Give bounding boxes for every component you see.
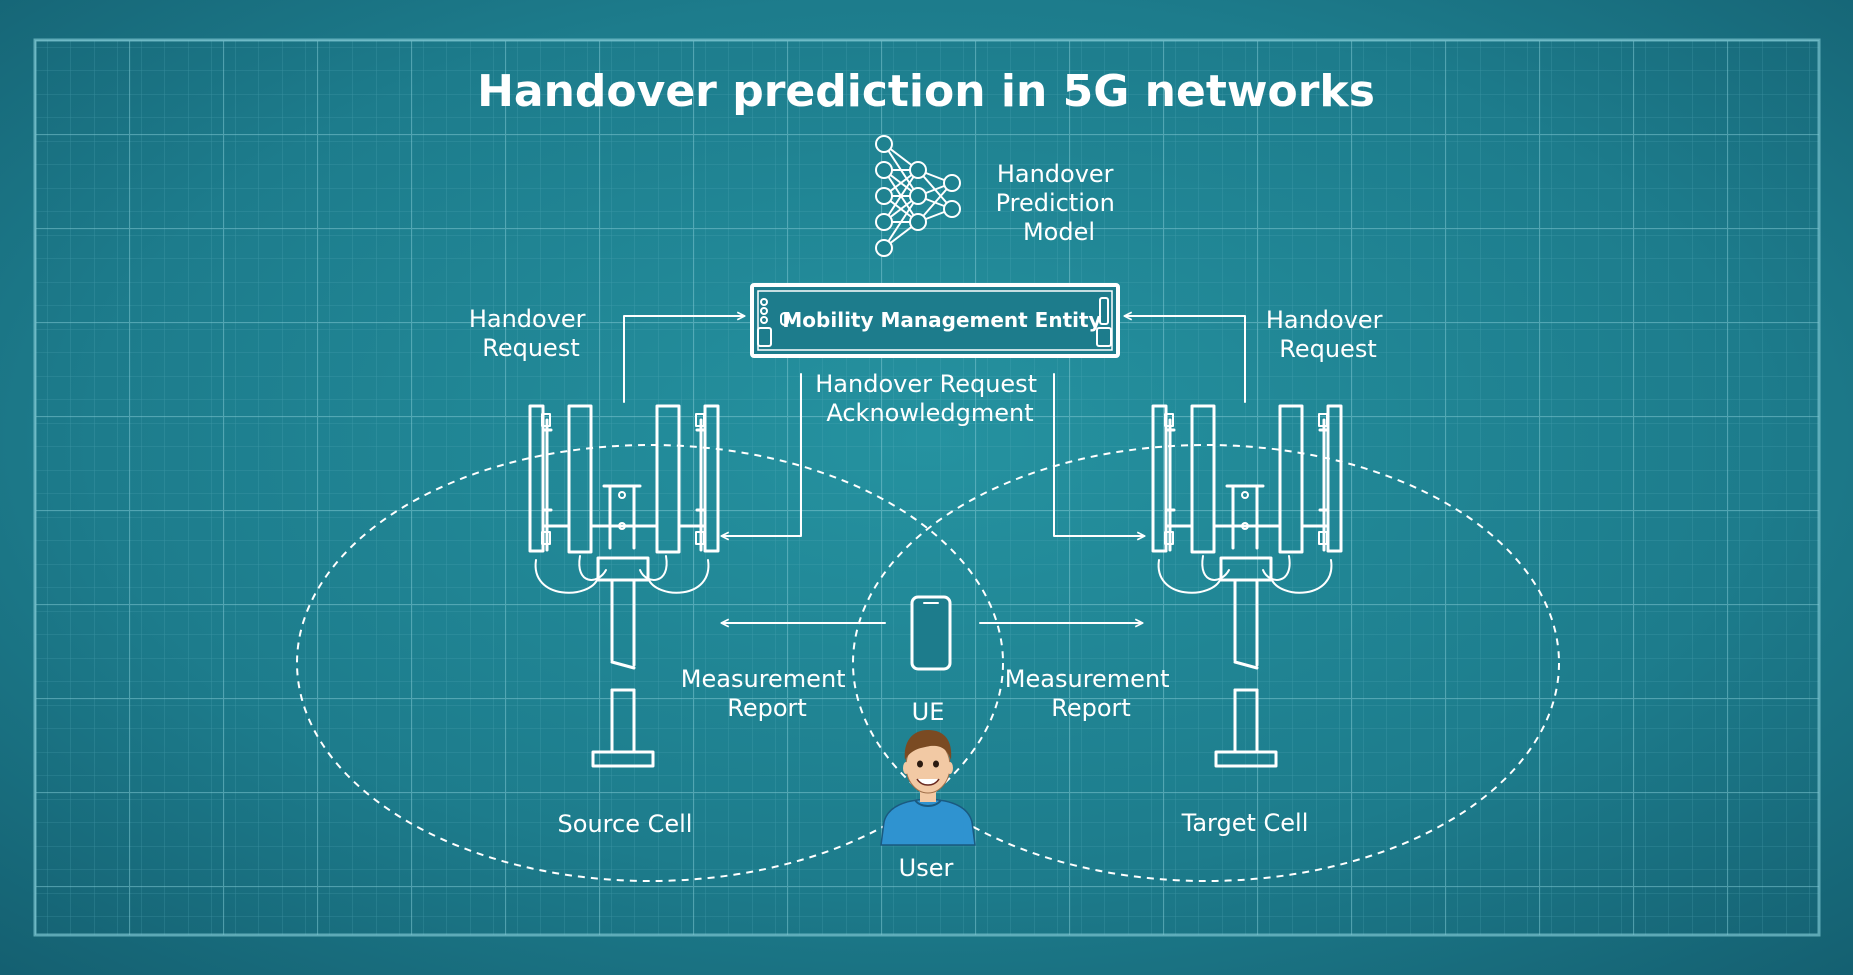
target-cell-coverage (852, 444, 1560, 882)
handover-request-right-label: Handover Request (1266, 306, 1390, 363)
neural-network-icon (875, 135, 961, 257)
measurement-right-label: Measurement Report (1005, 665, 1177, 722)
user-avatar (880, 730, 976, 846)
edge-handover-ack-left (722, 373, 802, 536)
ue-phone-icon (910, 595, 952, 671)
source-cell-label: Source Cell (558, 810, 693, 838)
connector-arrows (623, 316, 1246, 623)
source-cell-tower-icon (528, 404, 720, 768)
handover-ack-label: Handover Request Acknowledgment (815, 370, 1044, 427)
mme-server-box (750, 283, 1120, 358)
edge-handover-request-right (1125, 316, 1246, 403)
source-cell-coverage (296, 444, 1004, 882)
ue-label: UE (912, 698, 945, 726)
edge-handover-request-left (623, 316, 744, 403)
target-cell-tower-icon (1151, 404, 1343, 768)
user-label: User (899, 854, 954, 882)
handover-request-left-label: Handover Request (469, 305, 593, 362)
grid-border (33, 38, 1821, 937)
model-label: Handover Prediction Model (996, 160, 1123, 246)
measurement-left-label: Measurement Report (681, 665, 853, 722)
mme-label: Mobility Management Entity (782, 308, 1101, 332)
page-title: Handover prediction in 5G networks (477, 66, 1375, 117)
edge-mme-to-target (1053, 373, 1144, 536)
target-cell-label: Target Cell (1181, 809, 1309, 837)
